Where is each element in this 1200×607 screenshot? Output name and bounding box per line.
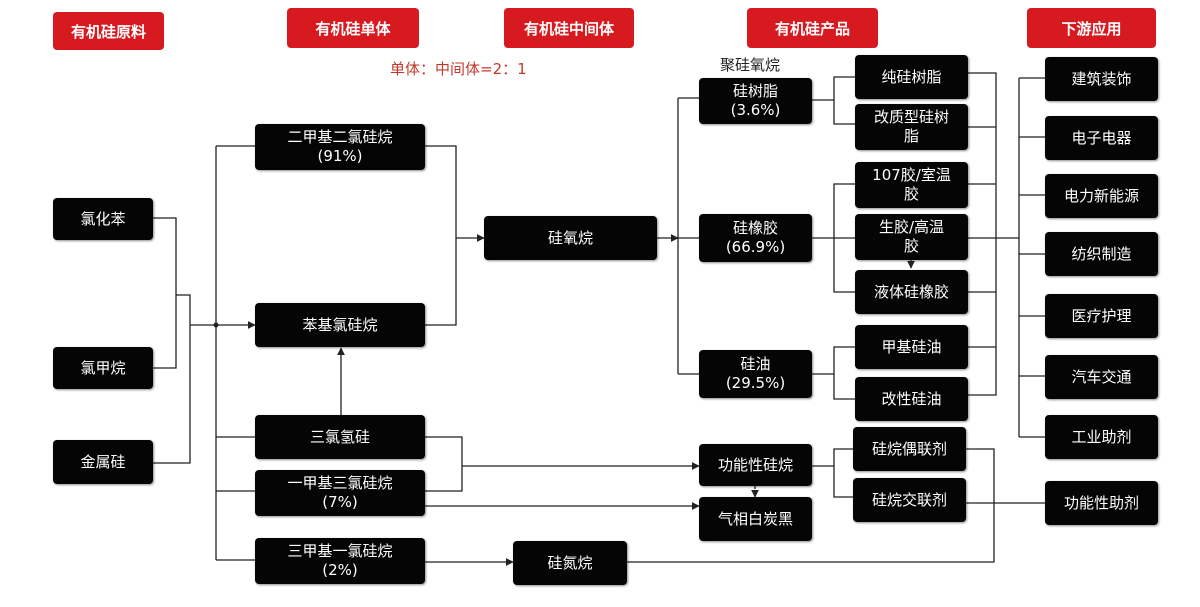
sub-modified-resin: 改质型硅树 脂 — [855, 104, 968, 150]
downstream-electronics: 电子电器 — [1045, 116, 1158, 160]
ratio-note: 单体：中间体=2：1 — [390, 60, 527, 78]
raw-methyl-chloride: 氯甲烷 — [53, 347, 153, 389]
monomer-dmdcs: 二甲基二氯硅烷 (91%) — [255, 124, 425, 170]
downstream-medical: 医疗护理 — [1045, 294, 1158, 338]
sub-methyl-oil: 甲基硅油 — [855, 325, 968, 369]
product-silicone-rubber: 硅橡胶 (66.9%) — [699, 214, 812, 262]
downstream-automotive: 汽车交通 — [1045, 355, 1158, 399]
product-fumed-silica: 气相白炭黑 — [699, 497, 812, 541]
downstream-functional-additives: 功能性助剂 — [1045, 481, 1158, 525]
sub-htv-rubber: 生胶/高温 胶 — [855, 214, 968, 260]
product-functional-silane: 功能性硅烷 — [699, 444, 812, 486]
product-silicone-oil: 硅油 (29.5%) — [699, 350, 812, 398]
header-raw-materials: 有机硅原料 — [53, 12, 164, 50]
header-monomer: 有机硅单体 — [287, 8, 419, 48]
header-intermediate: 有机硅中间体 — [504, 8, 634, 48]
monomer-trichlorosilane: 三氯氢硅 — [255, 415, 425, 459]
product-silicone-resin: 硅树脂 (3.6%) — [699, 78, 812, 124]
sub-rtv-rubber: 107胶/室温 胶 — [855, 162, 968, 208]
monomer-mtcs: 一甲基三氯硅烷 (7%) — [255, 470, 425, 516]
intermediate-silazane: 硅氮烷 — [513, 541, 627, 585]
intermediate-siloxane: 硅氧烷 — [484, 216, 657, 260]
monomer-tmcs: 三甲基一氯硅烷 (2%) — [255, 538, 425, 584]
sub-modified-oil: 改性硅油 — [855, 377, 968, 421]
sub-coupling-agent: 硅烷偶联剂 — [853, 427, 966, 471]
raw-metallic-silicon: 金属硅 — [53, 440, 153, 484]
downstream-industrial-additives: 工业助剂 — [1045, 415, 1158, 459]
header-products: 有机硅产品 — [747, 8, 878, 48]
sub-pure-resin: 纯硅树脂 — [855, 55, 968, 99]
downstream-new-energy: 电力新能源 — [1045, 174, 1158, 218]
monomer-phenylchlorosilane: 苯基氯硅烷 — [255, 303, 425, 347]
downstream-construction: 建筑装饰 — [1045, 57, 1158, 101]
downstream-textile: 纺织制造 — [1045, 232, 1158, 276]
sub-crosslinker: 硅烷交联剂 — [853, 478, 966, 522]
header-downstream: 下游应用 — [1027, 8, 1156, 48]
sub-liquid-rubber: 液体硅橡胶 — [855, 270, 968, 314]
siloxane-label: 聚硅氧烷 — [720, 56, 781, 74]
raw-chlorobenzene: 氯化苯 — [53, 198, 153, 240]
